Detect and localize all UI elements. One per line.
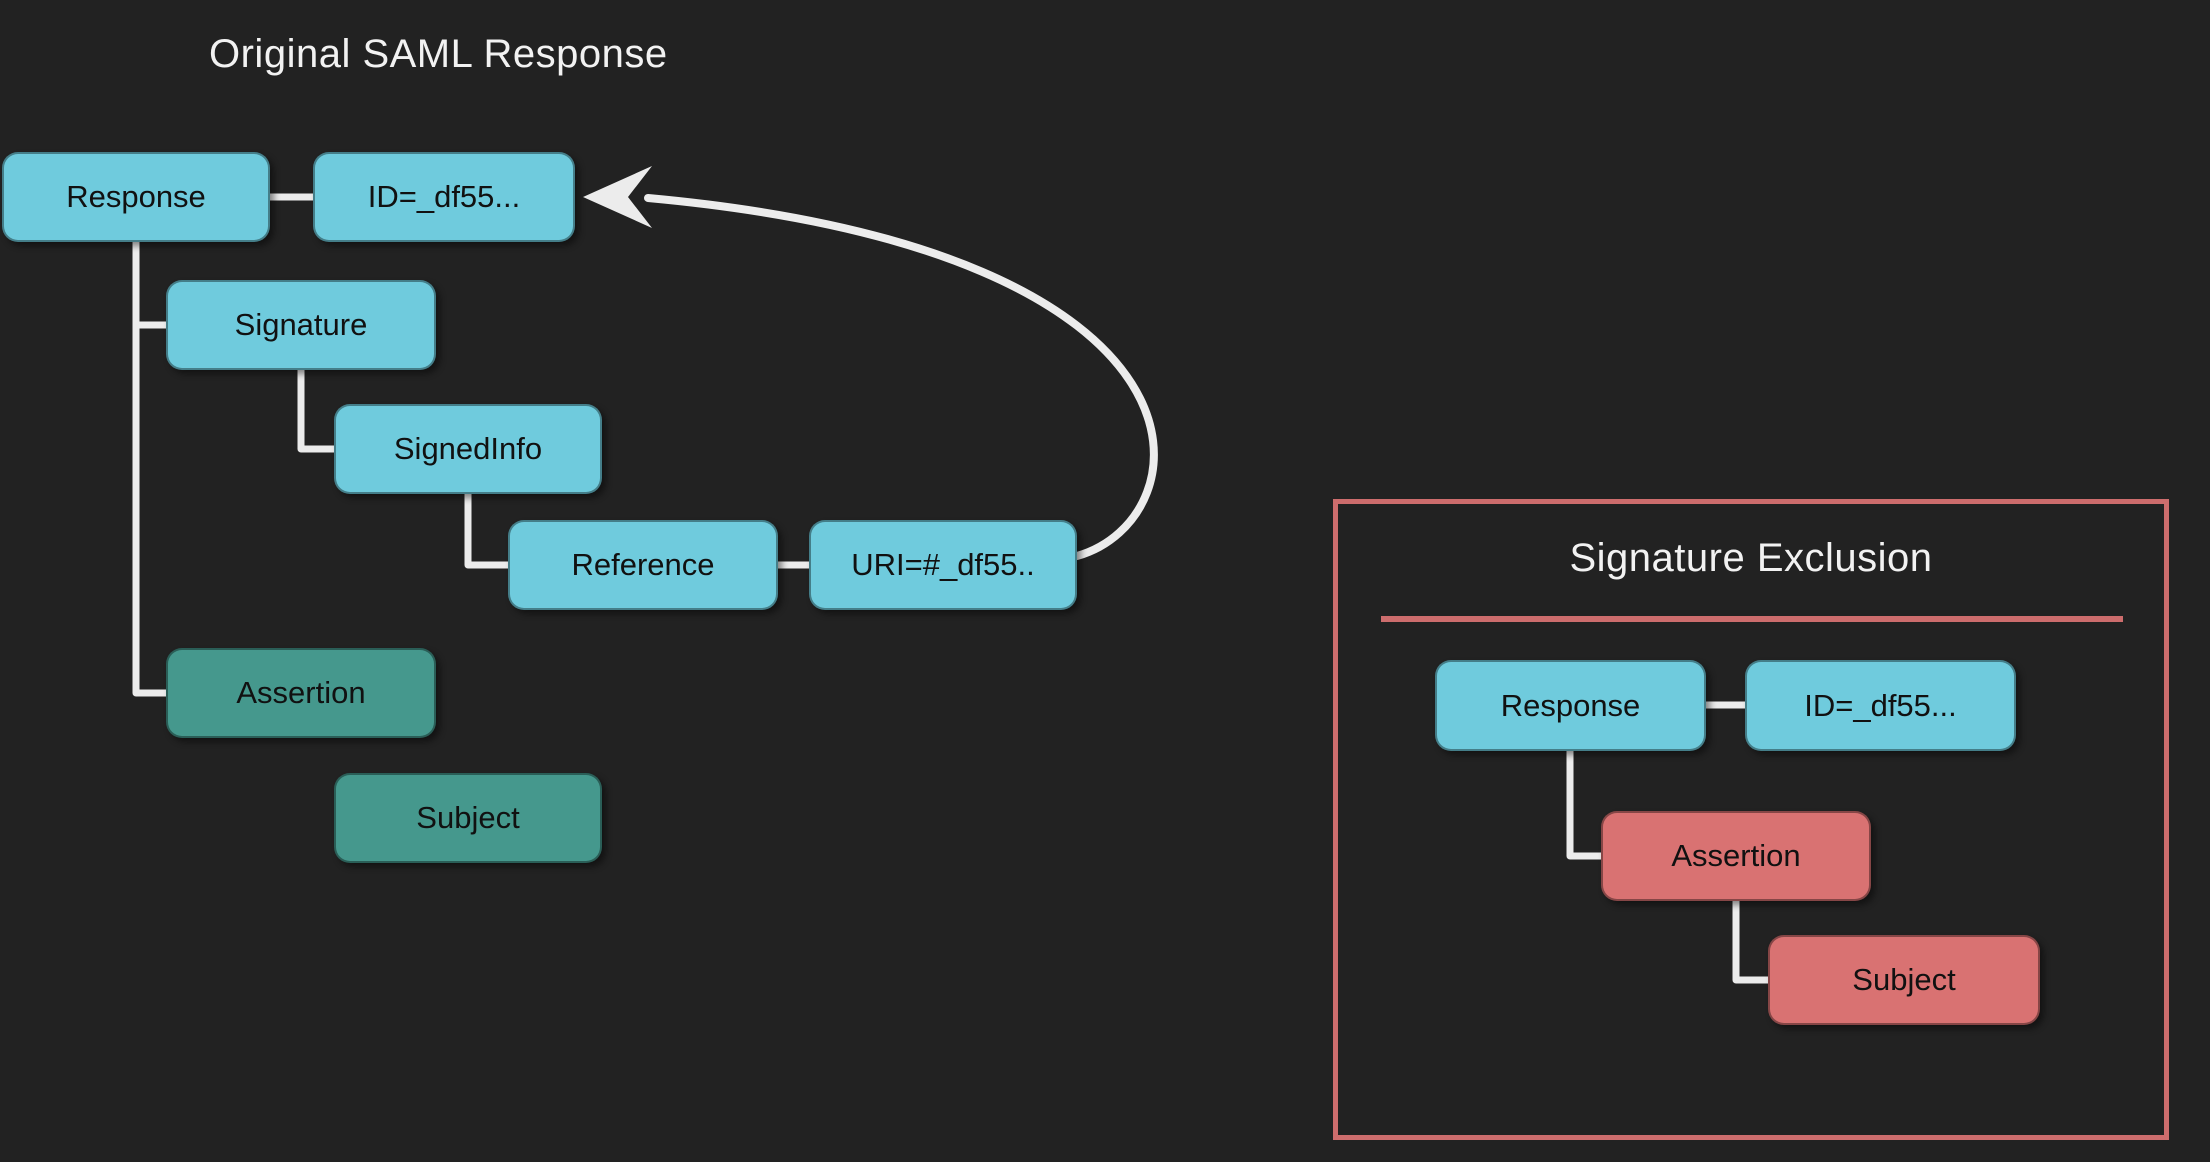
edge-excl-assertion-subject — [1732, 897, 1772, 984]
node-subject-original: Subject — [334, 773, 602, 863]
node-id-attribute-exclusion: ID=_df55... — [1745, 660, 2016, 751]
original-saml-response-title: Original SAML Response — [209, 32, 668, 76]
uri-to-id-arrow-curve — [644, 194, 1158, 560]
signature-exclusion-divider — [1381, 616, 2123, 622]
edge-signature-signedinfo — [297, 366, 338, 453]
node-uri-attribute: URI=#_df55.. — [809, 520, 1077, 610]
uri-to-id-arrowhead — [583, 166, 652, 228]
signature-exclusion-title: Signature Exclusion — [1569, 536, 1933, 580]
node-signature: Signature — [166, 280, 436, 370]
node-assertion-exclusion: Assertion — [1601, 811, 1871, 901]
node-assertion-original: Assertion — [166, 648, 436, 738]
node-subject-exclusion: Subject — [1768, 935, 2040, 1025]
edge-excl-response-assertion — [1566, 747, 1605, 860]
edge-response-trunk-to-assertion — [132, 238, 170, 697]
node-id-attribute-original: ID=_df55... — [313, 152, 575, 242]
signature-exclusion-panel — [1333, 499, 2169, 1140]
node-signedinfo: SignedInfo — [334, 404, 602, 494]
node-reference: Reference — [508, 520, 778, 610]
edge-signedinfo-reference — [464, 490, 512, 569]
node-response-original: Response — [2, 152, 270, 242]
node-response-exclusion: Response — [1435, 660, 1706, 751]
